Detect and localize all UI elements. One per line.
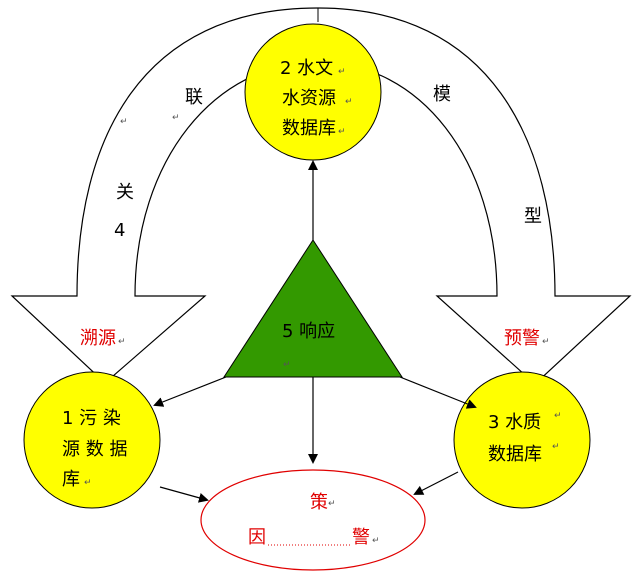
label-suyuan: 溯源	[80, 328, 116, 349]
paragraph-mark: ↵	[118, 337, 126, 347]
paragraph-mark: ↵	[345, 97, 353, 107]
arrow-left-to-ellipse	[159, 486, 209, 503]
paragraph-mark: ↵	[554, 411, 562, 421]
arc-label-four: 4	[114, 220, 125, 241]
bottom-label-yin: 因	[248, 527, 266, 548]
node-pollution-line2: 源 数 据	[62, 439, 127, 460]
paragraph-mark: ↵	[120, 117, 128, 127]
node-pollution-line1: 1 污 染	[62, 408, 121, 429]
node-pollution-line3: 库	[62, 469, 80, 490]
arrow-triangle-to-right	[399, 376, 477, 409]
paragraph-mark: ↵	[172, 113, 180, 123]
paragraph-mark: ↵	[338, 67, 346, 77]
bottom-label-jing: 警	[352, 527, 370, 548]
node-waterquality-circle	[453, 371, 591, 509]
paragraph-mark: ↵	[84, 478, 92, 488]
node-waterquality-line2: 数据库	[488, 444, 542, 465]
node-pollution-circle	[23, 371, 161, 509]
paragraph-mark: ↵	[283, 360, 291, 370]
right-arc-arrow	[317, 7, 632, 385]
arc-label-mo: 模	[433, 84, 451, 105]
node-response-triangle	[223, 239, 403, 378]
paragraph-mark: ↵	[552, 442, 560, 452]
paragraph-mark: ↵	[372, 536, 380, 546]
arc-label-xing: 型	[524, 206, 542, 227]
label-yujing: 预警	[504, 328, 540, 349]
node-hydrology-line1: 2 水文	[280, 58, 333, 79]
bottom-ellipse	[200, 469, 426, 571]
node-hydrology-line2: 水资源	[282, 88, 336, 109]
arrow-triangle-to-left	[153, 376, 227, 407]
node-waterquality-line1: 3 水质	[488, 412, 541, 433]
node-response-label: 5 响应	[282, 321, 335, 342]
paragraph-mark: ↵	[338, 127, 346, 137]
left-arc-arrow	[10, 7, 319, 384]
arc-label-guan: 关	[116, 182, 134, 203]
arc-label-lian: 联	[185, 87, 203, 108]
node-hydrology-line3: 数据库	[282, 118, 336, 139]
bottom-label-ce: 策	[310, 492, 328, 513]
paragraph-mark: ↵	[328, 499, 336, 509]
arrow-right-to-ellipse	[413, 471, 459, 495]
paragraph-mark: ↵	[542, 337, 550, 347]
